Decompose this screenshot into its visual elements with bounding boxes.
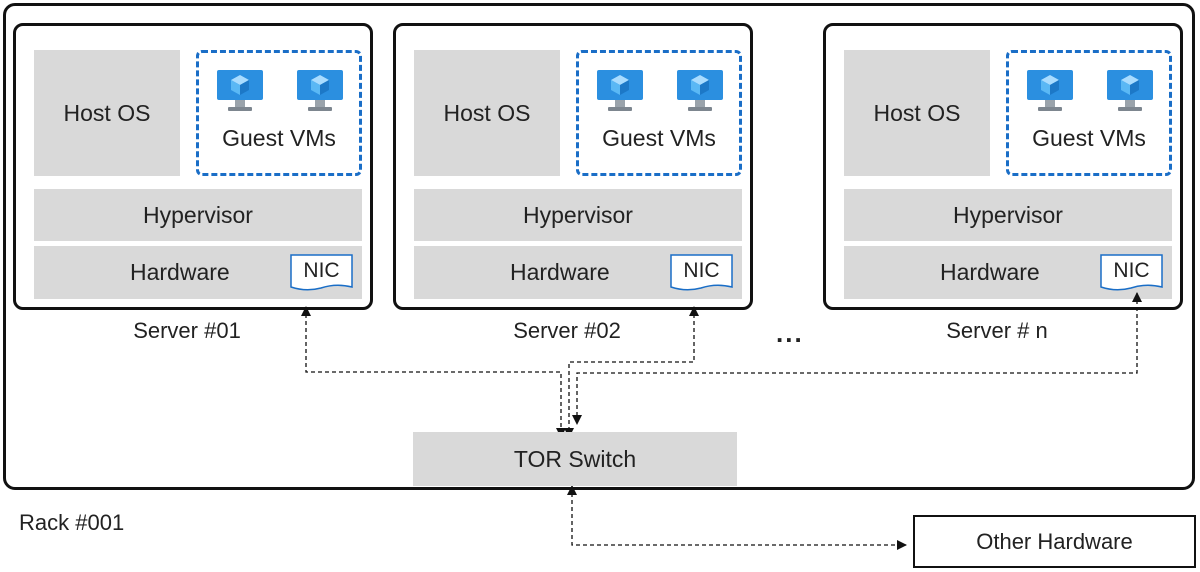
hypervisor-box: Hypervisor bbox=[34, 189, 362, 241]
guest-vms-box: Guest VMs bbox=[196, 50, 362, 176]
hypervisor-label: Hypervisor bbox=[143, 201, 253, 228]
host-os-box: Host OS bbox=[414, 50, 560, 176]
server-card-01: Host OS Guest VMs Hypervisor Hardware N bbox=[13, 23, 373, 310]
nic-card: NIC bbox=[1100, 254, 1163, 292]
virtual-machine-icon bbox=[297, 70, 343, 111]
hypervisor-label: Hypervisor bbox=[523, 201, 633, 228]
nic-card: NIC bbox=[670, 254, 733, 292]
hardware-label: Hardware bbox=[510, 259, 610, 285]
hardware-label: Hardware bbox=[940, 259, 1040, 285]
link-servern-tor bbox=[572, 292, 1142, 425]
document-shape-icon bbox=[670, 254, 733, 291]
virtual-machine-icon bbox=[1027, 70, 1073, 111]
host-os-label: Host OS bbox=[63, 99, 151, 126]
link-server01-tor bbox=[301, 306, 566, 438]
guest-vms-box: Guest VMs bbox=[576, 50, 742, 176]
nic-label: NIC bbox=[303, 259, 340, 282]
document-shape-icon bbox=[1100, 254, 1163, 291]
guest-vms-label: Guest VMs bbox=[1032, 125, 1146, 151]
document-shape-icon bbox=[290, 254, 353, 291]
hypervisor-box: Hypervisor bbox=[844, 189, 1172, 241]
host-os-box: Host OS bbox=[34, 50, 180, 176]
nic-label: NIC bbox=[683, 259, 720, 282]
link-tor-other-hardware bbox=[567, 485, 907, 550]
guest-vms-label: Guest VMs bbox=[222, 125, 336, 151]
virtual-machine-icon bbox=[677, 70, 723, 111]
host-os-box: Host OS bbox=[844, 50, 990, 176]
hypervisor-box: Hypervisor bbox=[414, 189, 742, 241]
server-card-n: Host OS Guest VMs Hypervisor Hardware N bbox=[823, 23, 1183, 310]
tor-switch-box: TOR Switch bbox=[413, 432, 737, 486]
nic-label: NIC bbox=[1113, 259, 1150, 282]
virtual-machine-icon bbox=[597, 70, 643, 111]
virtual-machine-icon bbox=[217, 70, 263, 111]
tor-switch-label: TOR Switch bbox=[513, 445, 637, 472]
virtual-machine-icon bbox=[1107, 70, 1153, 111]
link-server02-tor bbox=[564, 306, 699, 438]
guest-vms-label: Guest VMs bbox=[602, 125, 716, 151]
server-name-label: Server #01 bbox=[133, 318, 241, 343]
other-hardware-label: Other Hardware bbox=[976, 528, 1133, 554]
hypervisor-label: Hypervisor bbox=[953, 201, 1063, 228]
server-card-02: Host OS Guest VMs Hypervisor Hardware N bbox=[393, 23, 753, 310]
host-os-label: Host OS bbox=[873, 99, 961, 126]
hardware-label: Hardware bbox=[130, 259, 230, 285]
nic-card: NIC bbox=[290, 254, 353, 292]
host-os-label: Host OS bbox=[443, 99, 531, 126]
guest-vms-box: Guest VMs bbox=[1006, 50, 1172, 176]
rack-label: Rack #001 bbox=[19, 510, 125, 535]
other-hardware-box: Other Hardware bbox=[913, 515, 1196, 568]
